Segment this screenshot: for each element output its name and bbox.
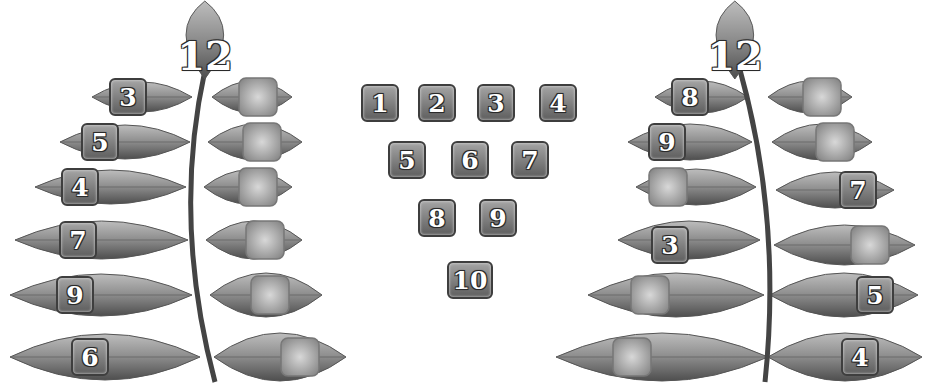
leaf-rib [588, 295, 764, 296]
top-leaf: 12 [699, 0, 771, 80]
empty-tile [816, 123, 854, 161]
number-tile: 5 [388, 141, 426, 179]
tile-number: 3 [119, 85, 136, 110]
leaf [208, 124, 302, 160]
number-tile: 10 [447, 261, 494, 299]
leaf-rib [618, 240, 760, 241]
leaf [618, 221, 760, 259]
empty-tile [246, 221, 284, 259]
leaf-number: 12 [177, 36, 233, 76]
empty-tile [613, 338, 651, 376]
tile-number: 7 [849, 178, 866, 203]
leaf-rib [556, 357, 768, 358]
tile-number: 8 [428, 206, 445, 231]
tile-number: 4 [851, 345, 868, 370]
leaf-rib [10, 295, 192, 296]
leaf [768, 333, 922, 381]
number-tile: 4 [61, 168, 99, 206]
number-tile: 7 [511, 141, 549, 179]
number-tile: 3 [651, 226, 689, 264]
leaf [774, 225, 915, 265]
number-tile: 5 [81, 123, 119, 161]
leaf [206, 221, 302, 259]
tile-number: 4 [549, 91, 566, 116]
leaf-rib [774, 245, 915, 246]
leaf [210, 273, 322, 317]
tile-number: 10 [453, 268, 488, 293]
tile-number: 9 [66, 283, 83, 308]
tile-number: 6 [461, 148, 478, 173]
tile-number: 8 [681, 85, 698, 110]
number-tile: 9 [56, 276, 94, 314]
tile-number: 3 [661, 233, 678, 258]
tile-number: 5 [91, 130, 108, 155]
number-tile: 8 [418, 199, 456, 237]
empty-tile [851, 226, 889, 264]
tile-number: 1 [371, 91, 388, 116]
tile-number: 7 [69, 228, 86, 253]
empty-tile [803, 78, 841, 116]
empty-tile [239, 168, 277, 206]
leaf [214, 333, 346, 381]
leaf [15, 221, 188, 259]
leaf-rib [35, 187, 186, 188]
tile-number: 6 [81, 345, 98, 370]
leaf [35, 170, 186, 204]
number-tile: 1 [361, 84, 399, 122]
top-leaf: 12 [169, 0, 241, 80]
tile-number: 3 [487, 91, 504, 116]
tile-number: 5 [866, 283, 883, 308]
leaf [10, 274, 192, 316]
number-tile: 7 [839, 171, 877, 209]
number-tile: 7 [59, 221, 97, 259]
leaf [772, 124, 872, 160]
number-tile: 9 [648, 123, 686, 161]
number-tile: 3 [109, 78, 147, 116]
number-tile: 6 [71, 338, 109, 376]
stem [191, 70, 215, 382]
empty-tile [631, 276, 669, 314]
number-tile: 8 [671, 78, 709, 116]
number-tile: 4 [841, 338, 879, 376]
number-tile: 3 [477, 84, 515, 122]
leaf [588, 273, 764, 317]
leaf [636, 169, 756, 205]
empty-tile [649, 168, 687, 206]
number-tile: 4 [539, 84, 577, 122]
tile-number: 9 [489, 206, 506, 231]
number-tile: 9 [479, 199, 517, 237]
tile-number: 7 [521, 148, 538, 173]
number-tile: 2 [418, 84, 456, 122]
leaf-number: 12 [707, 36, 763, 76]
leaf-rib [214, 357, 346, 358]
leaf [770, 273, 918, 317]
leaf [776, 172, 894, 208]
leaf-rib [770, 295, 918, 296]
leaf-rib [628, 142, 752, 143]
tile-number: 5 [398, 148, 415, 173]
leaf [60, 125, 190, 159]
leaf [628, 124, 752, 160]
leaf-rib [15, 240, 188, 241]
tile-number: 9 [658, 130, 675, 155]
leaf [10, 334, 200, 380]
number-tile: 5 [856, 276, 894, 314]
empty-tile [239, 78, 277, 116]
number-tile: 6 [451, 141, 489, 179]
tile-number: 4 [71, 175, 88, 200]
empty-tile [251, 276, 289, 314]
leaf [556, 333, 768, 381]
leaf-rib [60, 142, 190, 143]
empty-tile [281, 338, 319, 376]
empty-tile [243, 123, 281, 161]
stem [740, 70, 770, 382]
tile-number: 2 [428, 91, 445, 116]
